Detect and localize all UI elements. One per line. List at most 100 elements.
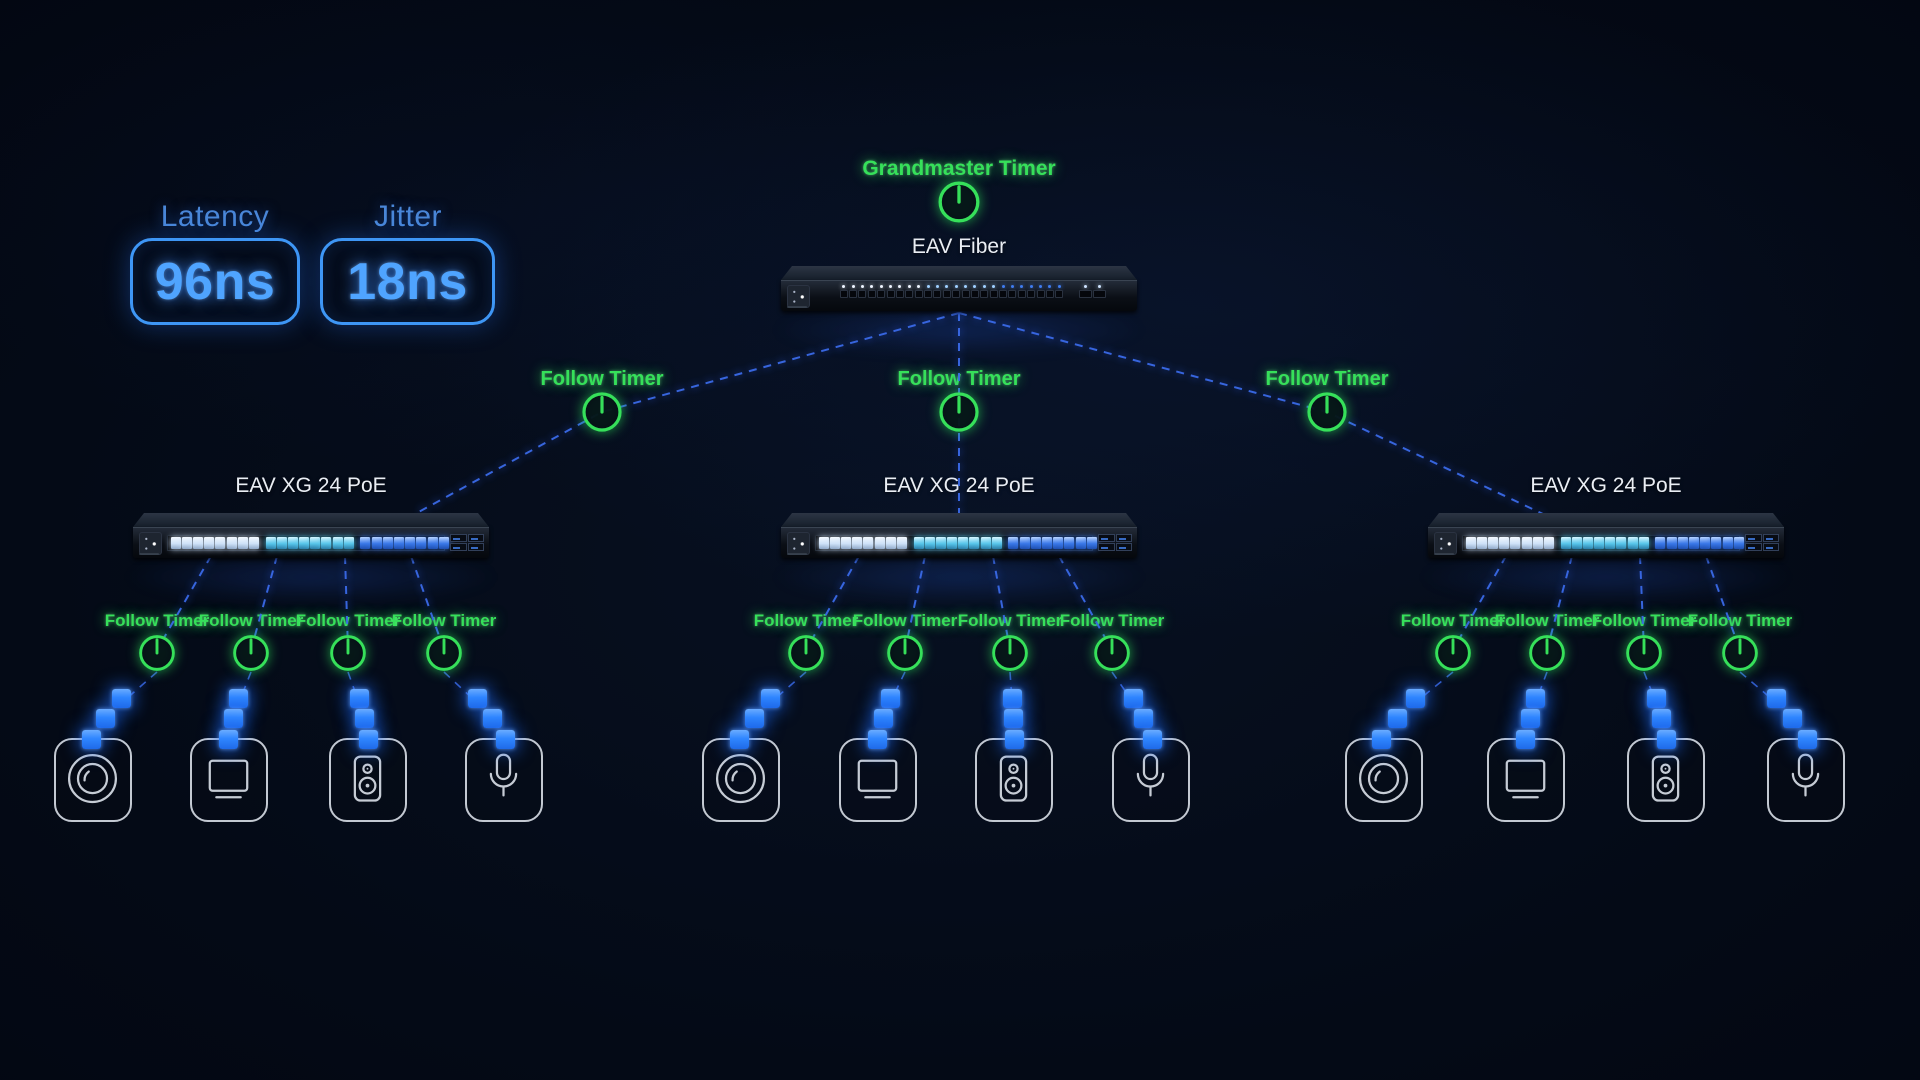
display-icon bbox=[208, 759, 249, 799]
switch-glow bbox=[771, 551, 1147, 603]
display-icon bbox=[1505, 759, 1546, 799]
timer-clock-icon bbox=[992, 635, 1028, 671]
ethernet-port-strip bbox=[1462, 535, 1744, 551]
rj45-port-led bbox=[1041, 537, 1052, 549]
data-packet bbox=[1388, 708, 1408, 728]
data-packet bbox=[496, 729, 516, 749]
wire bbox=[1546, 555, 1573, 651]
follow-timer-clock bbox=[1527, 633, 1567, 673]
fiber-port bbox=[980, 285, 989, 298]
sfp-port bbox=[450, 543, 467, 551]
sfp-cage bbox=[999, 290, 1008, 298]
rj45-port-led bbox=[852, 537, 863, 549]
port-led bbox=[1010, 285, 1014, 288]
sfp-cage bbox=[942, 290, 951, 298]
switch-model-smudge bbox=[787, 553, 807, 555]
rj45-port-led bbox=[237, 537, 248, 549]
follow-timer-clock bbox=[231, 633, 271, 673]
timer-clock-icon bbox=[233, 635, 269, 671]
eav-xg-24-poe-switch bbox=[133, 513, 489, 558]
wire bbox=[890, 671, 906, 701]
sfp-port bbox=[1115, 534, 1132, 542]
rj45-port-led bbox=[248, 537, 259, 549]
sfp-port bbox=[450, 534, 467, 542]
rj45-port-led bbox=[840, 537, 851, 549]
vendor-logo-icon bbox=[787, 532, 810, 555]
data-packet bbox=[96, 708, 116, 728]
follow-timer-clock bbox=[137, 633, 177, 673]
microphone-icon bbox=[489, 753, 518, 797]
rj45-port-led bbox=[829, 537, 840, 549]
vendor-logo-icon bbox=[139, 532, 162, 555]
follow-timer-label: Follow Timer bbox=[391, 611, 497, 630]
follow-timer-clock bbox=[990, 633, 1030, 673]
rj45-port-led bbox=[958, 537, 969, 549]
wire bbox=[958, 312, 1544, 515]
wire bbox=[992, 555, 1011, 651]
microphone-icon bbox=[1791, 753, 1820, 797]
fiber-port bbox=[914, 285, 923, 298]
fiber-port bbox=[1008, 285, 1017, 298]
rj45-port-led bbox=[913, 537, 924, 549]
data-packet bbox=[1133, 708, 1153, 728]
timer-clock-icon bbox=[1435, 635, 1471, 671]
sfp-cage bbox=[886, 290, 895, 298]
timer-clock-icon bbox=[938, 181, 980, 223]
switch-model-smudge bbox=[787, 306, 807, 308]
sfp-port bbox=[467, 543, 484, 551]
sfp-port bbox=[1098, 534, 1115, 542]
wire bbox=[1452, 555, 1507, 651]
sfp-port bbox=[1762, 543, 1779, 551]
rj45-port-led bbox=[1733, 537, 1744, 549]
fiber-port bbox=[905, 285, 914, 298]
device-display bbox=[190, 738, 268, 822]
port-led bbox=[860, 285, 864, 288]
data-packet bbox=[1646, 688, 1666, 708]
port-led bbox=[1098, 285, 1102, 288]
follow-timer-label: Follow Timer bbox=[957, 611, 1063, 630]
rj45-port-led bbox=[1476, 537, 1487, 549]
rj45-port-led bbox=[332, 537, 343, 549]
sfp-cage bbox=[989, 290, 998, 298]
display-icon bbox=[857, 759, 898, 799]
wire bbox=[347, 671, 359, 701]
switch-front-face bbox=[133, 527, 489, 558]
rj45-port-led bbox=[321, 537, 332, 549]
eav-xg-24-poe-switch bbox=[781, 513, 1137, 558]
rj45-port-led bbox=[874, 537, 885, 549]
follow-timer-label: Follow Timer bbox=[852, 611, 958, 630]
rj45-port-led bbox=[343, 537, 354, 549]
rj45-port-led bbox=[991, 537, 1002, 549]
sfp-port-block bbox=[450, 534, 484, 551]
rj45-port-led bbox=[1655, 537, 1666, 549]
port-led bbox=[917, 285, 921, 288]
fiber-port bbox=[858, 285, 867, 298]
rj45-port-led bbox=[1722, 537, 1733, 549]
sfp-cage bbox=[1055, 290, 1064, 298]
sfp-cage bbox=[1017, 290, 1026, 298]
jitter-value: 18ns bbox=[347, 252, 468, 311]
fiber-port bbox=[1055, 285, 1064, 298]
switch-model-smudge bbox=[139, 553, 159, 555]
switch-top-face bbox=[1428, 513, 1784, 527]
port-led bbox=[907, 285, 911, 288]
switch-top-face bbox=[133, 513, 489, 527]
rj45-port-led bbox=[1510, 537, 1521, 549]
data-packet bbox=[223, 708, 243, 728]
device-microphone bbox=[465, 738, 543, 822]
sfp-port-block bbox=[1098, 534, 1132, 551]
follow-timer-clock bbox=[1624, 633, 1664, 673]
switch-glow bbox=[1418, 551, 1794, 603]
rj45-port-led bbox=[969, 537, 980, 549]
data-packet bbox=[482, 708, 502, 728]
switch-front-face bbox=[781, 280, 1137, 311]
fiber-port bbox=[895, 285, 904, 298]
sfp-cage bbox=[877, 290, 886, 298]
rj45-port-led bbox=[1075, 537, 1086, 549]
fiber-port bbox=[970, 285, 979, 298]
eav-xg-24-poe-switch bbox=[1428, 513, 1784, 558]
data-packet bbox=[1142, 729, 1162, 749]
ethernet-port-strip bbox=[815, 535, 1097, 551]
switch-front-face bbox=[1428, 527, 1784, 558]
